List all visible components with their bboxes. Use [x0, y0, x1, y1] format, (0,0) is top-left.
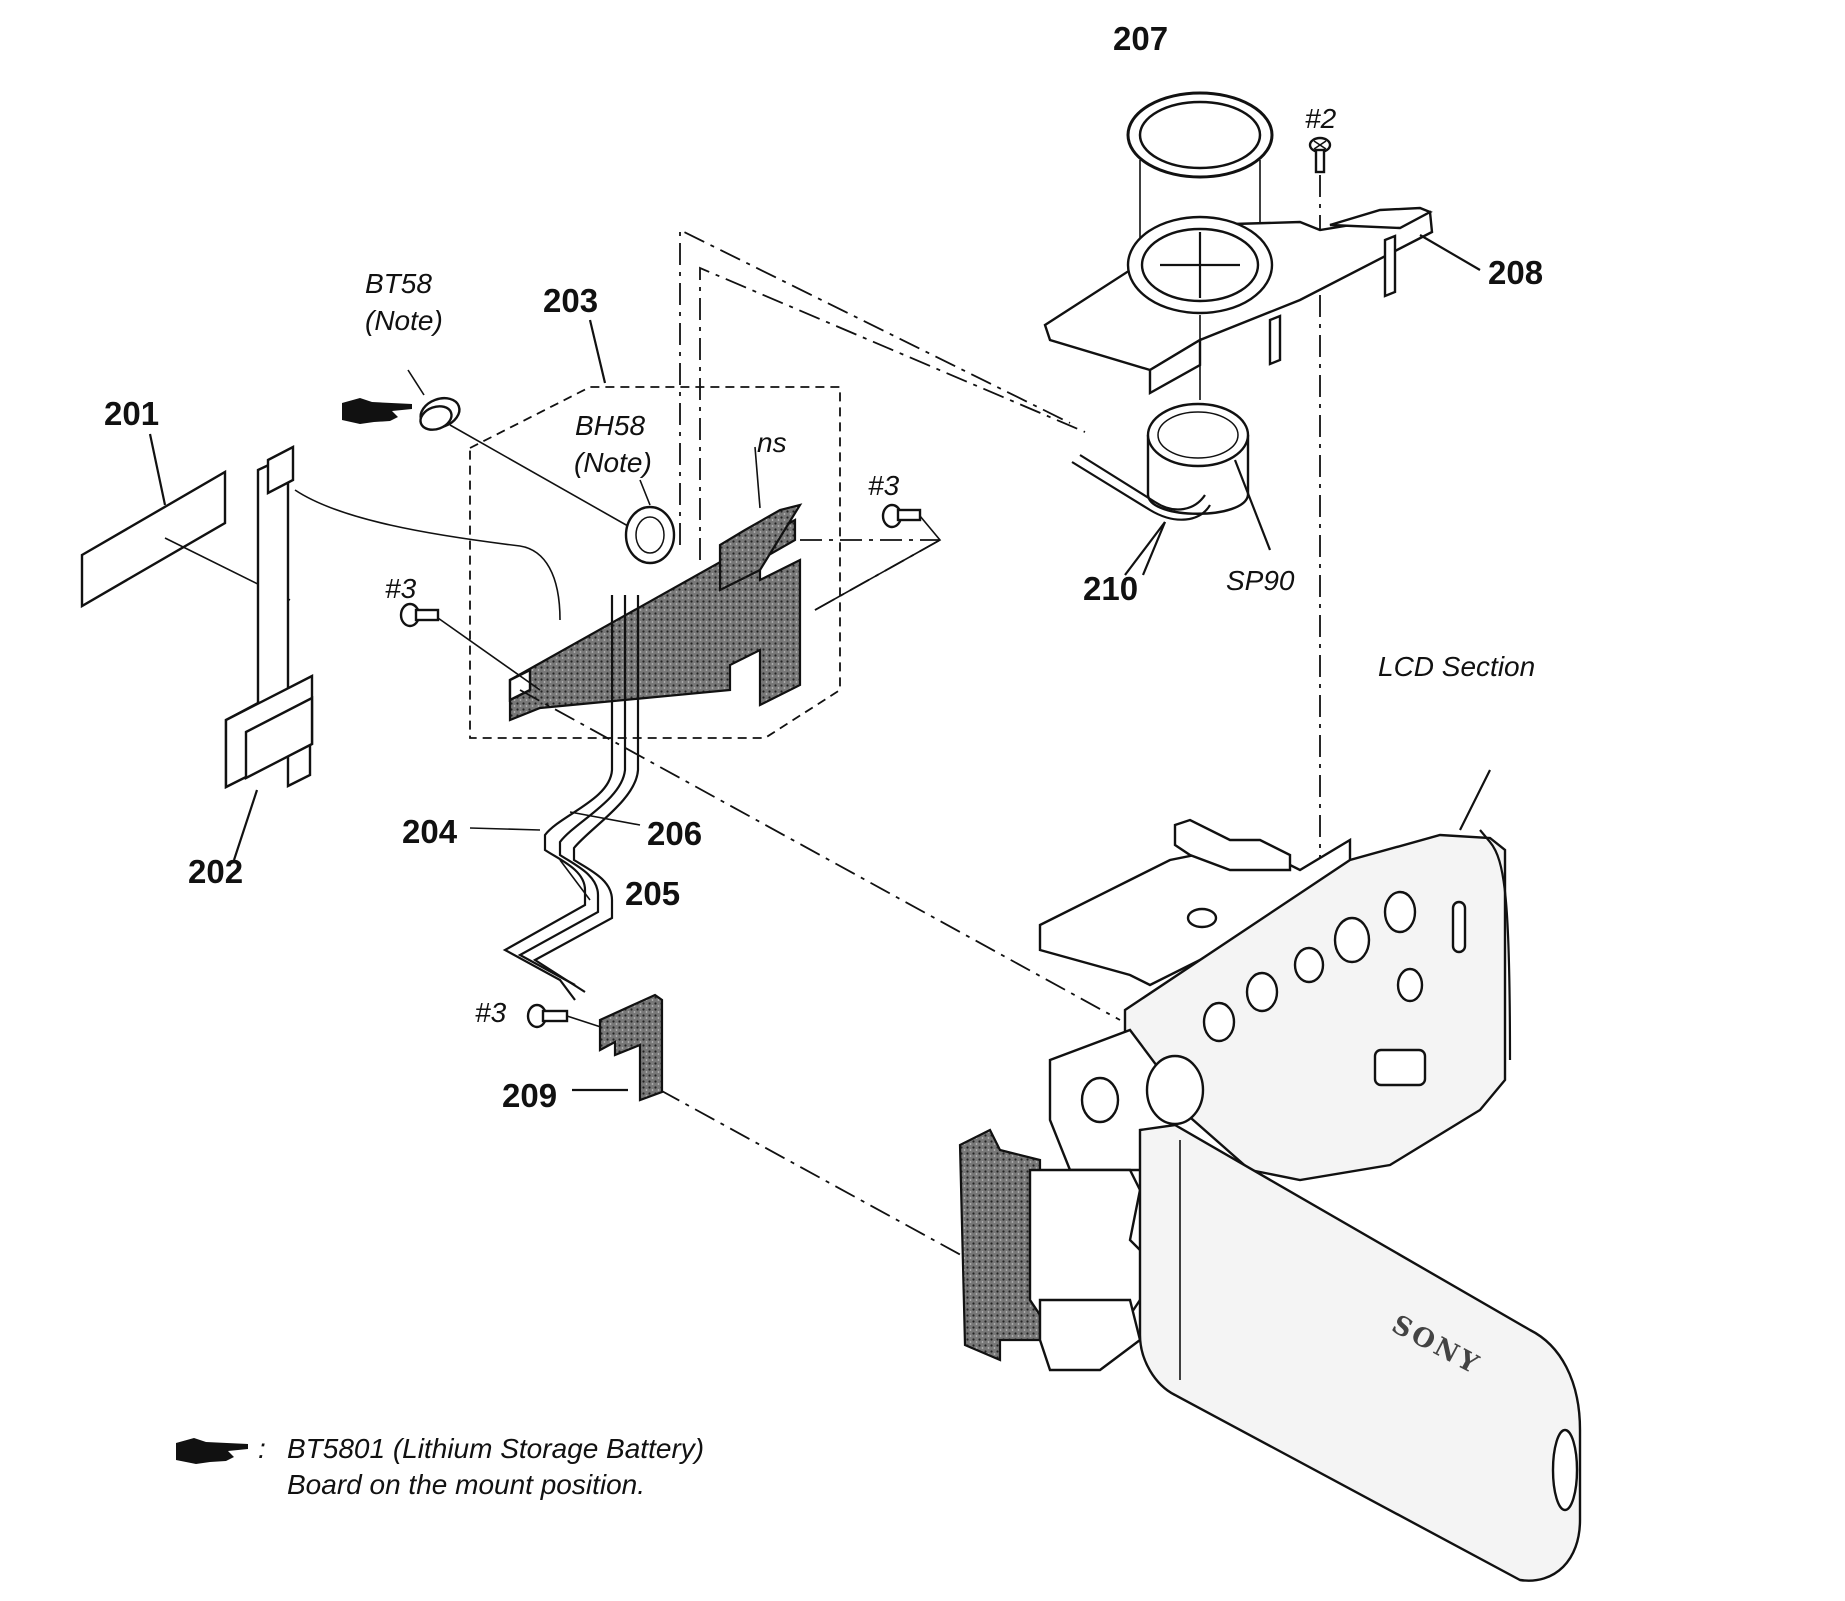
legend-separator: :	[258, 1433, 266, 1464]
label-207: 207	[1113, 20, 1168, 57]
label-sp90: SP90	[1226, 565, 1295, 596]
part-210-wires	[1071, 454, 1211, 576]
part-202-flex-cable	[224, 445, 561, 861]
label-bt58-note: (Note)	[365, 305, 443, 336]
label-202: 202	[188, 853, 243, 890]
part-203-board-assembly	[469, 319, 841, 739]
screw-3-right-icon	[814, 503, 942, 611]
legend-line-2: Board on the mount position.	[287, 1469, 645, 1500]
screw-3-left-icon	[399, 602, 541, 691]
label-203: 203	[543, 282, 598, 319]
part-208-holder	[1043, 206, 1481, 400]
label-screw-3-left: #3	[385, 573, 417, 604]
label-210: 210	[1083, 570, 1138, 607]
label-bh58-note: (Note)	[574, 447, 652, 478]
label-screw-3-right: #3	[868, 470, 900, 501]
label-bh58: BH58	[575, 410, 645, 441]
label-206: 206	[647, 815, 702, 852]
legend-line-1: BT5801 (Lithium Storage Battery)	[287, 1433, 704, 1464]
label-ns: ns	[757, 427, 787, 458]
label-209: 209	[502, 1077, 557, 1114]
label-screw-2: #2	[1305, 103, 1337, 134]
label-205: 205	[625, 875, 680, 912]
part-labels: 201 202 203 204 205 206 207 208 209 210 …	[104, 20, 1543, 1381]
label-screw-3-bottom: #3	[475, 997, 507, 1028]
part-209-board	[572, 993, 664, 1102]
pointing-hand-icon	[342, 398, 412, 424]
legend: : BT5801 (Lithium Storage Battery) Board…	[176, 1433, 704, 1500]
screw-2-icon	[1308, 136, 1332, 174]
label-204: 204	[402, 813, 458, 850]
sp90-speaker	[1146, 402, 1272, 551]
pointing-hand-legend-icon	[176, 1438, 248, 1464]
label-208: 208	[1488, 254, 1543, 291]
label-lcd-section: LCD Section	[1378, 651, 1535, 682]
camera-body	[958, 769, 1582, 1582]
label-201: 201	[104, 395, 159, 432]
bt58-battery	[407, 369, 636, 531]
label-bt58: BT58	[365, 268, 432, 299]
parts-204-205-206-harness	[469, 595, 641, 1001]
screw-3-bottom-icon	[526, 1003, 611, 1031]
